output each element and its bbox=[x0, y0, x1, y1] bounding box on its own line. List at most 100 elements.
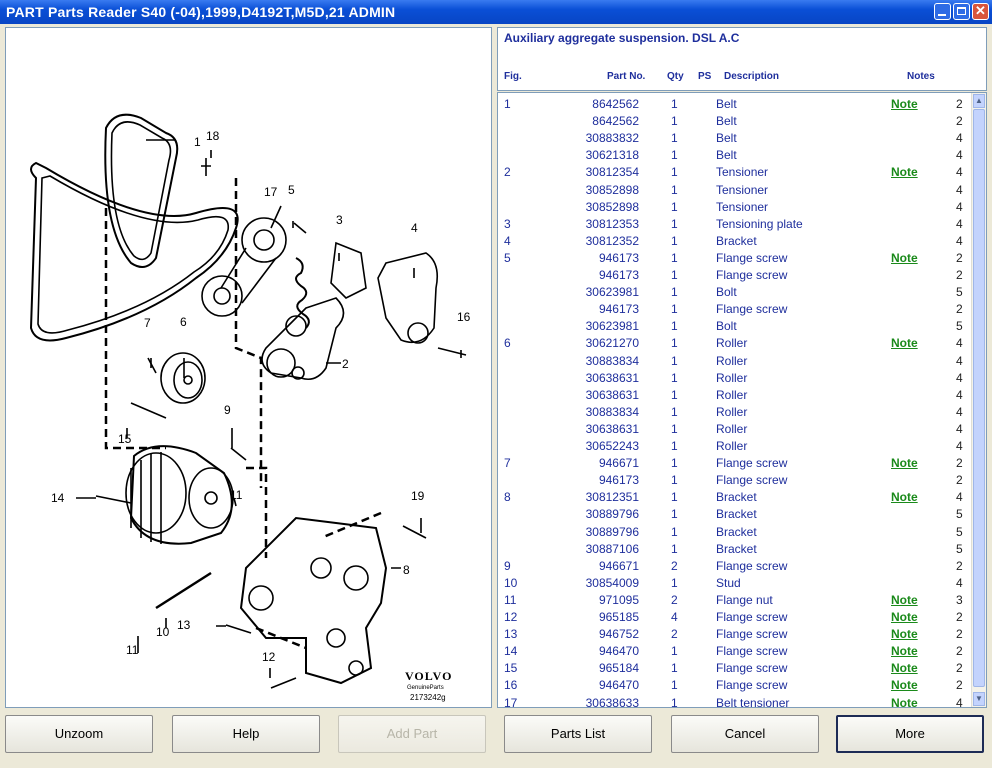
row-note-link[interactable]: Note bbox=[891, 250, 918, 265]
row-ps-number: 4 bbox=[956, 131, 963, 146]
callout-16: 16 bbox=[457, 310, 471, 324]
scroll-up-icon[interactable]: ▲ bbox=[973, 94, 985, 108]
row-part-no: 946470 bbox=[598, 678, 639, 693]
row-ps-number: 4 bbox=[956, 490, 963, 505]
maximize-button[interactable] bbox=[953, 3, 970, 20]
row-part-no: 946671 bbox=[598, 456, 639, 471]
exploded-parts-diagram[interactable]: 1 2 3 4 5 6 7 8 9 10 11 11 12 13 14 15 1… bbox=[5, 27, 492, 708]
parts-list-header: Auxiliary aggregate suspension. DSL A.C … bbox=[497, 27, 987, 91]
row-description: Roller bbox=[716, 421, 748, 436]
row-qty: 1 bbox=[671, 233, 678, 248]
cancel-button[interactable]: Cancel bbox=[671, 715, 819, 753]
vertical-scrollbar[interactable]: ▲ ▼ bbox=[971, 93, 986, 707]
row-note-link[interactable]: Note bbox=[891, 695, 918, 708]
row-note-link[interactable]: Note bbox=[891, 97, 918, 111]
row-qty: 1 bbox=[671, 404, 678, 419]
close-button[interactable]: ✕ bbox=[972, 3, 989, 20]
row-qty: 1 bbox=[671, 319, 678, 334]
row-note-link[interactable]: Note bbox=[891, 678, 918, 693]
row-description: Flange screw bbox=[716, 456, 788, 471]
row-description: Flange screw bbox=[716, 473, 788, 488]
row-qty: 1 bbox=[671, 524, 678, 539]
title-bar[interactable]: PART Parts Reader S40 (-04),1999,D4192T,… bbox=[0, 0, 992, 24]
row-note-link[interactable]: Note bbox=[891, 610, 918, 624]
row-fig: 13 bbox=[504, 627, 518, 642]
add-part-button[interactable]: Add Part bbox=[338, 715, 486, 753]
row-qty: 1 bbox=[671, 490, 678, 505]
row-description: Roller bbox=[716, 439, 748, 453]
unzoom-button[interactable]: Unzoom bbox=[5, 715, 153, 753]
column-description: Description bbox=[724, 71, 780, 82]
row-qty: 1 bbox=[671, 695, 678, 708]
row-qty: 1 bbox=[671, 507, 678, 522]
row-part-no: 30652243 bbox=[585, 439, 639, 453]
row-description: Roller bbox=[716, 353, 748, 368]
row-note-link[interactable]: Note bbox=[891, 490, 918, 505]
row-fig: 11 bbox=[504, 592, 517, 607]
scroll-down-icon[interactable]: ▼ bbox=[973, 692, 985, 706]
scrollbar-thumb[interactable] bbox=[973, 109, 985, 687]
row-ps-number: 2 bbox=[956, 610, 963, 624]
row-qty: 1 bbox=[671, 285, 678, 300]
row-part-no: 30852898 bbox=[585, 199, 639, 214]
more-button[interactable]: More bbox=[836, 715, 984, 753]
row-note-link[interactable]: Note bbox=[891, 456, 918, 471]
row-part-no: 30812353 bbox=[585, 216, 639, 231]
row-ps-number: 2 bbox=[956, 661, 963, 676]
row-note-link[interactable]: Note bbox=[891, 644, 918, 659]
minimize-button[interactable] bbox=[934, 3, 951, 20]
row-note-link[interactable]: Note bbox=[891, 661, 918, 676]
row-ps-number: 4 bbox=[956, 199, 963, 214]
row-note-link[interactable]: Note bbox=[891, 592, 918, 607]
row-note-link[interactable]: Note bbox=[891, 165, 918, 180]
help-button[interactable]: Help bbox=[172, 715, 320, 753]
row-note-link[interactable]: Note bbox=[891, 336, 918, 351]
row-qty: 1 bbox=[671, 644, 678, 659]
row-part-no: 30623981 bbox=[585, 285, 639, 300]
row-qty: 2 bbox=[671, 592, 678, 607]
row-fig: 5 bbox=[504, 250, 511, 265]
parts-list-button[interactable]: Parts List bbox=[504, 715, 652, 753]
row-note-link[interactable]: Note bbox=[891, 627, 918, 642]
row-description: Roller bbox=[716, 370, 748, 385]
row-part-no: 30621318 bbox=[585, 148, 639, 163]
row-ps-number: 2 bbox=[956, 302, 963, 317]
